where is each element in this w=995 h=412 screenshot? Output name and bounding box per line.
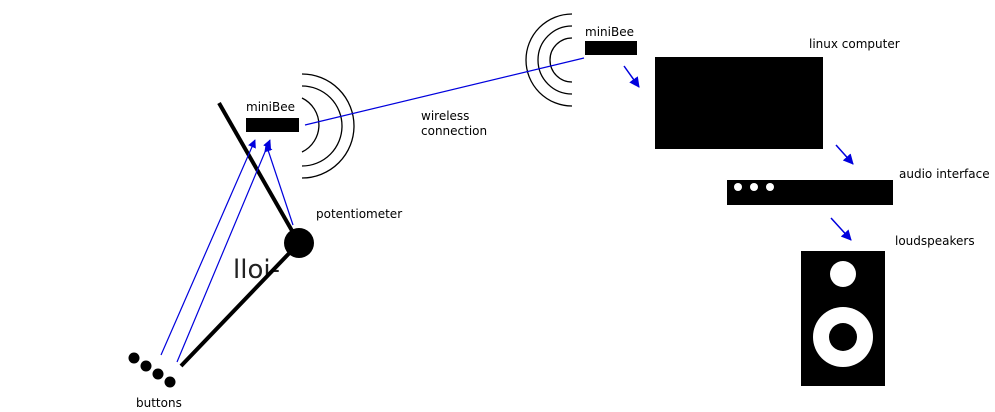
- instrument-leg: [179, 241, 301, 368]
- minibee-right-box: [585, 41, 637, 55]
- wireless-label-line2: connection: [421, 124, 487, 138]
- wave-right-3: [525, 13, 573, 107]
- potentiometer-knob: [284, 228, 314, 258]
- arrow-computer-to-audio-interface: [835, 144, 854, 165]
- minibee-left-box: [246, 118, 299, 132]
- wave-right-2: [537, 25, 573, 95]
- loudspeaker-tweeter: [830, 261, 856, 287]
- arrow-minibee-to-computer: [623, 65, 640, 88]
- button-3: [152, 368, 164, 380]
- arrow-audio-interface-to-loudspeaker: [830, 217, 852, 241]
- loudspeaker-woofer-cone: [829, 323, 857, 351]
- buttons-label: buttons: [136, 396, 182, 410]
- linux-computer-label: linux computer: [809, 37, 900, 51]
- wave-left-2: [301, 85, 343, 167]
- arrow-buttons-to-minibee: [160, 139, 256, 356]
- button-1: [128, 352, 140, 364]
- arrow-buttons-to-minibee-2: [176, 139, 271, 363]
- loudspeakers-label: loudspeakers: [895, 234, 975, 248]
- minibee-right-label: miniBee: [585, 25, 634, 39]
- wireless-connection-line: [304, 57, 585, 126]
- audio-interface-label: audio interface: [899, 167, 990, 181]
- audio-interface-led-1: [734, 183, 742, 191]
- wave-left-3: [301, 73, 355, 179]
- minibee-left-label: miniBee: [246, 100, 295, 114]
- radio-waves-right: [525, 13, 573, 107]
- audio-interface-led-2: [750, 183, 758, 191]
- wave-right-1: [549, 37, 573, 83]
- button-2: [140, 360, 152, 372]
- potentiometer-label: potentiometer: [316, 207, 402, 221]
- instrument-stick: [217, 102, 301, 244]
- linux-computer-box: [655, 57, 823, 149]
- button-4: [164, 376, 176, 388]
- radio-waves-left: [301, 73, 355, 179]
- audio-interface-led-3: [766, 183, 774, 191]
- wireless-label-line1: wireless: [421, 109, 469, 123]
- wave-left-1: [301, 97, 320, 153]
- arrow-potentiometer-to-minibee: [264, 143, 294, 226]
- buttons-group: [128, 352, 176, 388]
